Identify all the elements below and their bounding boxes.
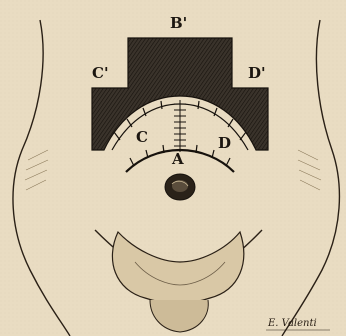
label-d-prime: D'	[248, 64, 266, 82]
label-c: C	[136, 128, 148, 146]
label-c-prime: C'	[92, 64, 109, 82]
label-d: D	[218, 134, 231, 152]
engraver-signature: E. Valenti	[267, 318, 317, 329]
label-a: A	[171, 150, 184, 168]
umbilicus	[165, 174, 195, 200]
label-b-prime: B'	[170, 14, 187, 32]
